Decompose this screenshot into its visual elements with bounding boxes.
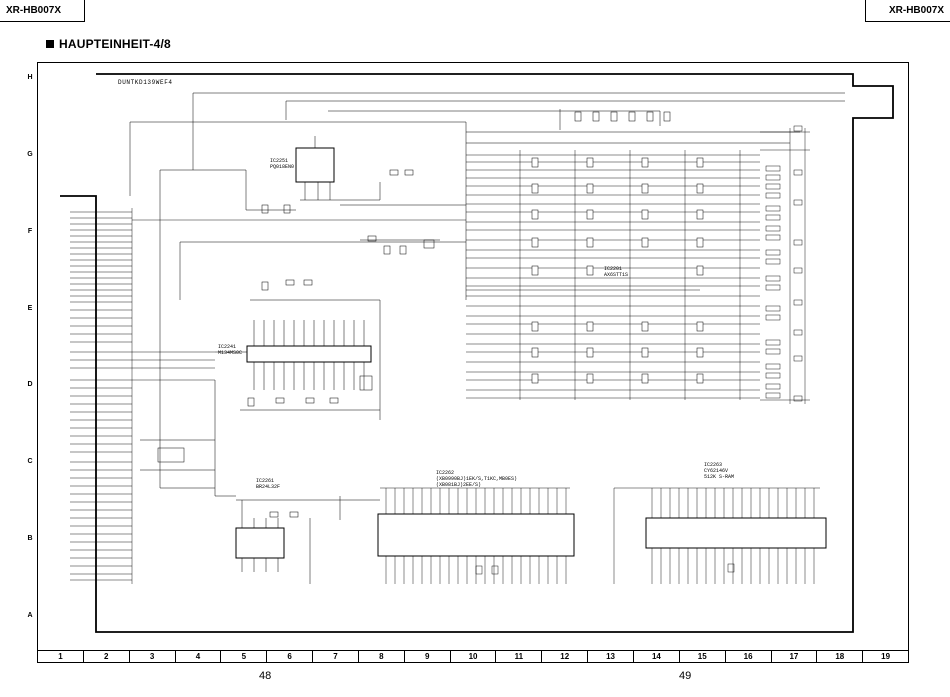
row-label-e: E: [27, 305, 33, 312]
column-label: 14: [634, 651, 680, 662]
ic2241-part: M134MS0C: [218, 350, 242, 356]
row-label-h: H: [27, 74, 33, 81]
column-label: 2: [84, 651, 130, 662]
row-label-f: F: [27, 228, 33, 235]
model-label-right: XR-HB007X: [865, 0, 950, 22]
ic2262-body: [377, 513, 575, 557]
column-label: 7: [313, 651, 359, 662]
ic2241-pins: [215, 279, 381, 420]
ic2201-wiring: [466, 150, 760, 400]
ic2261-ref: IC2261: [256, 478, 274, 484]
page-number-left: 48: [259, 670, 272, 682]
ic2263-body: [645, 517, 827, 549]
column-label: 9: [405, 651, 451, 662]
top-buses: [129, 92, 845, 488]
column-label: 1: [38, 651, 84, 662]
ic2201-resistors: [531, 157, 704, 384]
ic2201-part: AX6STT1S: [604, 272, 628, 278]
column-label: 15: [680, 651, 726, 662]
column-label: 13: [588, 651, 634, 662]
ic2251-wiring: [245, 136, 414, 214]
ic2263-pins: [613, 487, 820, 584]
schematic-frame: [37, 62, 909, 651]
ic2241-body: [246, 345, 372, 363]
row-label-a: A: [27, 612, 33, 619]
model-label-left: XR-HB007X: [0, 0, 85, 22]
ic2263-ref: IC2263: [704, 462, 722, 468]
square-bullet-icon: [46, 40, 54, 48]
ic2261-part: BR24L32F: [256, 484, 280, 490]
page-title: HAUPTEINHEIT-4/8: [46, 37, 171, 51]
board-outline: [60, 73, 894, 633]
page-number-right: 49: [679, 670, 692, 682]
ic2261-wiring: [236, 496, 380, 584]
row-label-d: D: [27, 381, 33, 388]
ic2251-part: PQ018EN0: [270, 164, 294, 170]
column-label: 3: [130, 651, 176, 662]
left-connector-bus: [70, 208, 466, 584]
column-label: 19: [881, 652, 891, 661]
row-label-g: G: [27, 151, 33, 158]
ic2241-ref: IC2241: [218, 344, 236, 350]
column-label: 8: [359, 651, 405, 662]
row-label-b: B: [27, 535, 33, 542]
column-label: 18: [817, 651, 864, 662]
ic2251-ref: IC2251: [270, 158, 288, 164]
column-label: 16: [726, 651, 772, 662]
column-label: 6: [267, 651, 314, 662]
power-section: [179, 204, 466, 300]
ic2201-ref: IC2201: [604, 266, 622, 272]
top-decoupling-caps: [574, 111, 671, 122]
ic2263-line1: CY62146V: [704, 468, 728, 474]
row-label-c: C: [27, 458, 33, 465]
ic2262-pins: [380, 487, 570, 584]
column-label: 17: [772, 651, 818, 662]
ic2262-ref: IC2262: [436, 470, 454, 476]
column-index-bar: 1 2 3 4 5 6 7 8 9 10 11 12 13 14 15 16 1…: [37, 651, 909, 663]
ic2261-body: [235, 527, 285, 559]
page-title-text: HAUPTEINHEIT-4/8: [59, 37, 171, 51]
column-label: 11: [496, 651, 543, 662]
column-label: 10: [451, 651, 497, 662]
ic2262-line2: (XB081BJ)2EE/S): [436, 482, 481, 488]
column-label: 12: [542, 651, 589, 662]
ic2262-line1: (XB0990BJ)1EK/S,T1KC,MB0ES): [436, 476, 517, 482]
column-label: 4: [176, 651, 222, 662]
c-row-block: [140, 380, 236, 497]
board-name: DUNTKD139WEF4: [118, 79, 173, 86]
ic2251-body: [295, 147, 335, 183]
column-label: 5: [221, 651, 268, 662]
ic2263-line2: 512K S-RAM: [704, 474, 734, 480]
right-termination-network: [760, 125, 810, 404]
